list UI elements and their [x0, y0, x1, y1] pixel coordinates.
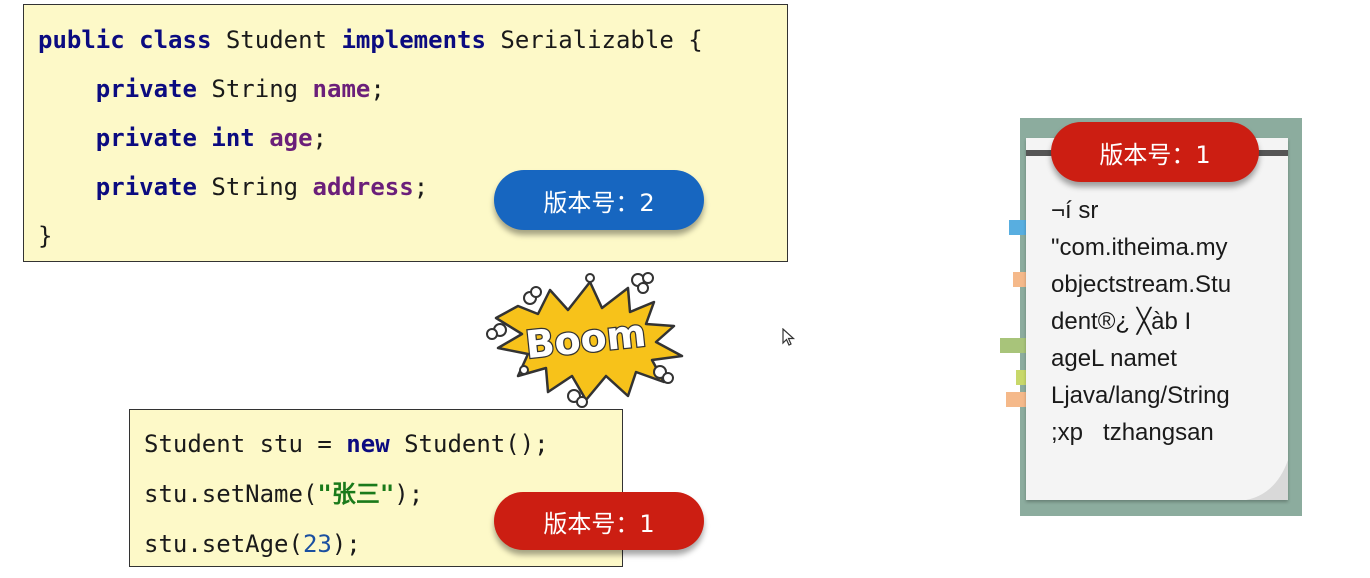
code-line: private int age; [38, 123, 327, 153]
serialized-bytes: ¬í sr "com.itheima.my objectstream.Stu dent… [1051, 192, 1231, 451]
code-line: public class Student implements Serializ… [38, 25, 703, 55]
code-token: ); [394, 480, 424, 508]
code-token: public class [38, 26, 226, 54]
code-token: Student stu = [144, 430, 347, 458]
code-token: Student [225, 26, 342, 54]
code-token: private int [38, 124, 270, 152]
class-version-badge: 版本号：2 [494, 170, 704, 230]
object-version-badge: 版本号：1 [494, 492, 704, 550]
code-token: String [211, 173, 313, 201]
code-token: private [38, 173, 212, 201]
code-token: ; [370, 75, 385, 103]
code-token: 23 [302, 530, 332, 558]
code-token: } [38, 222, 53, 250]
code-token: Student(); [404, 430, 549, 458]
code-token: new [346, 430, 405, 458]
code-token: ; [312, 124, 327, 152]
serialized-line: dent®¿ ╳àb I [1051, 308, 1192, 335]
serialized-line: Ljava/lang/String [1051, 382, 1230, 409]
serialized-line: objectstream.Stu [1051, 271, 1232, 298]
code-token: age [269, 124, 313, 152]
serialized-line: "com.itheima.my [1051, 234, 1228, 261]
note-paper [1026, 138, 1288, 500]
note-tab-peach [1006, 392, 1026, 407]
code-token: String [211, 75, 313, 103]
boom-explosion-icon: Boom [486, 272, 684, 408]
code-line: private String name; [38, 74, 385, 104]
code-token: ; [413, 173, 429, 201]
code-token: ); [331, 530, 361, 558]
file-version-badge: 版本号：1 [1051, 122, 1259, 182]
code-token: "张三" [317, 480, 395, 508]
mouse-cursor-icon [782, 328, 796, 346]
code-line: stu.setAge(23); [144, 529, 361, 559]
code-token: private [38, 75, 212, 103]
code-token: Serializable { [500, 26, 703, 54]
serialized-line: ageL namet [1051, 345, 1177, 372]
serialized-line: ;xp tzhangsan [1051, 419, 1214, 446]
serialized-line: ¬í sr [1051, 197, 1099, 224]
code-token: address [312, 173, 414, 201]
code-line: stu.setName("张三"); [144, 479, 423, 509]
class-code-box: public class Student implements Serializ… [23, 4, 788, 262]
code-line: } [38, 221, 52, 251]
code-line: private String address; [38, 172, 428, 202]
code-token: implements [341, 26, 501, 54]
note-page-curl-icon [1246, 460, 1288, 500]
code-token: stu.setName( [144, 480, 318, 508]
code-token: name [312, 75, 371, 103]
code-line: Student stu = new Student(); [144, 429, 549, 459]
code-token: stu.setAge( [144, 530, 303, 558]
note-tab-green [1000, 338, 1028, 353]
note-tab-blue [1009, 220, 1029, 235]
